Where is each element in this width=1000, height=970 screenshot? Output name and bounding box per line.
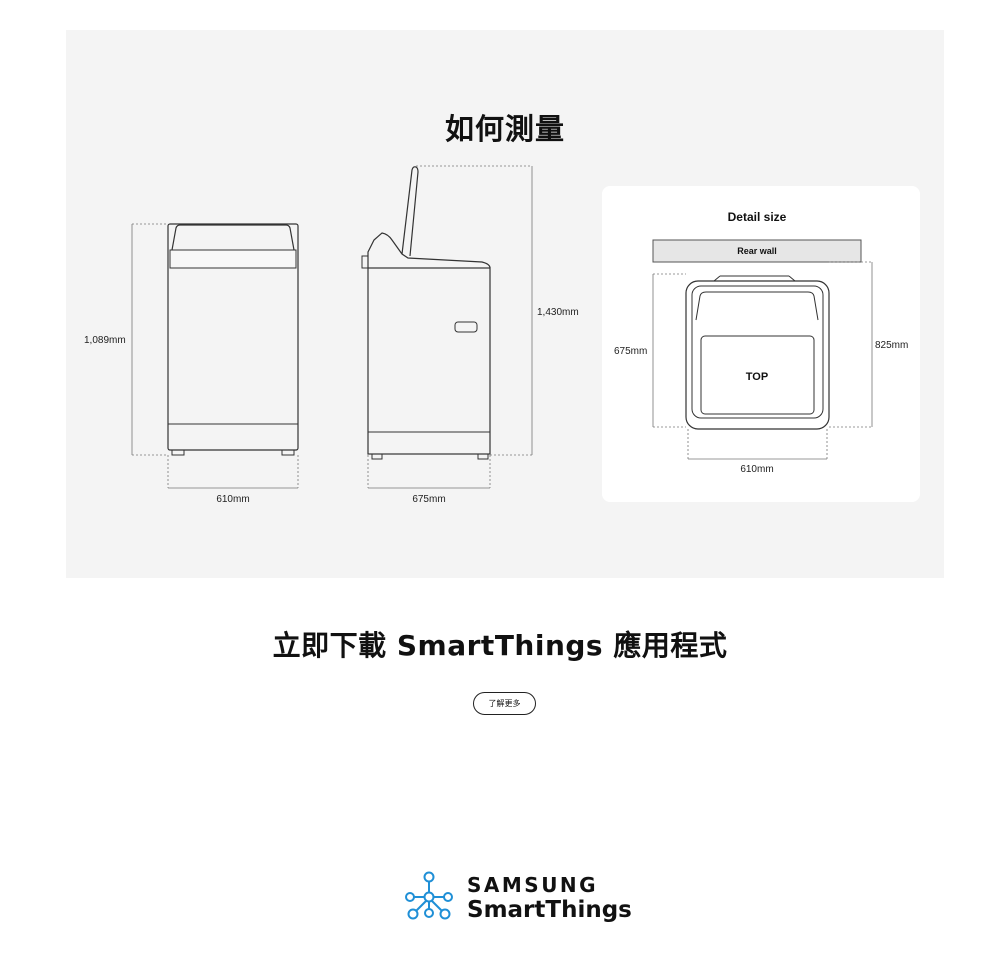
side-view-washer [361, 166, 491, 460]
smartthings-icon [398, 867, 460, 929]
detail-size-card [602, 186, 920, 502]
detail-width-label: 610mm [740, 464, 773, 475]
measurement-diagram: 1,089mm 610mm 1,430mm 675mm Detail size … [84, 165, 908, 505]
download-app-heading: 立即下載 SmartThings 應用程式 [272, 629, 728, 662]
smartthings-wordmark: SmartThings [467, 897, 632, 923]
detail-size-title: Detail size [728, 210, 787, 224]
top-label: TOP [746, 371, 768, 383]
rear-wall-bar [652, 239, 862, 263]
panel-title: 如何測量 [444, 112, 565, 146]
side-open-height-label: 1,430mm [537, 307, 579, 318]
rear-wall-label: Rear wall [737, 246, 777, 256]
front-width-label: 610mm [216, 494, 249, 505]
learn-more-button[interactable]: 了解更多 [473, 692, 536, 715]
samsung-wordmark: SAMSUNG [467, 873, 599, 897]
front-height-label: 1,089mm [84, 335, 126, 346]
samsung-smartthings-logo: SAMSUNG SmartThings [397, 866, 637, 930]
detail-depth-label: 675mm [614, 346, 647, 357]
side-depth-label: 675mm [412, 494, 445, 505]
detail-open-depth-label: 825mm [875, 340, 908, 351]
front-view-washer [167, 223, 299, 456]
top-view-washer [685, 275, 830, 430]
